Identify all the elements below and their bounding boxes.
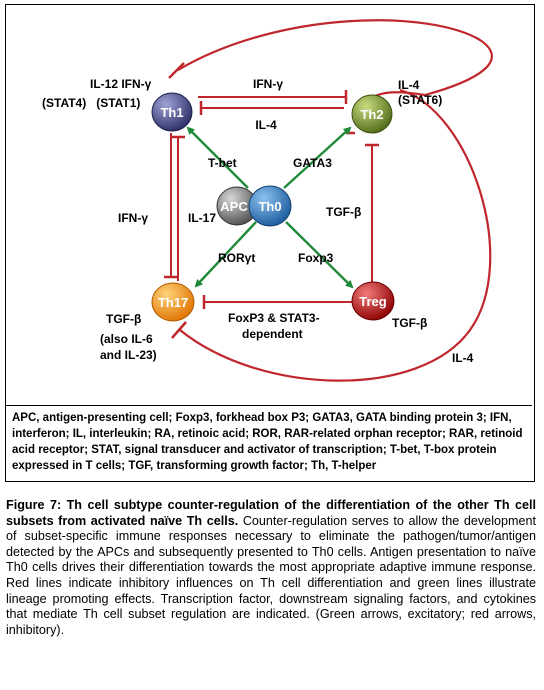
arc-th2-inhibits-th17 [179,88,492,382]
arc-th1-inhibitor-bar [168,62,185,79]
arrow-foxp3 [285,221,354,289]
node-th0: Th0 [248,185,292,227]
label-th2-tf: (STAT6) [398,93,442,107]
abbreviations-box: APC, antigen-presenting cell; Foxp3, for… [6,405,532,481]
arc-th2-inhibits-th1 [177,19,493,109]
node-apc: APC [216,186,258,226]
svg-text:Th17: Th17 [158,295,188,310]
svg-text:APC: APC [220,199,248,214]
label-ifn-left: IFN-γ [118,211,148,225]
svg-text:Th0: Th0 [258,199,281,214]
node-th17: Th17 [151,282,195,322]
svg-text:Treg: Treg [359,294,387,309]
node-th1: Th1 [151,92,193,132]
svg-text:Th2: Th2 [360,107,383,122]
svg-text:Th1: Th1 [160,105,183,120]
label-foxp3-stat3-1: FoxP3 & STAT3- [228,311,320,325]
label-il17: IL-17 [188,211,216,225]
caption-body: Counter-regulation serves to allow the d… [6,513,536,637]
label-tbet: T-bet [208,156,237,170]
label-also-1: (also IL-6 [100,332,153,346]
label-th1-cytokines: IL-12 IFN-γ [90,77,152,91]
label-tgfb-treg: TGF-β [392,316,427,330]
th-regulation-diagram: Th1 Th2 APC Th0 Th17 Treg IL-12 IFN-γ (S… [42,19,493,382]
label-gata3: GATA3 [293,156,332,170]
caption-title: Figure 7: Th cell subtype counter-regula… [6,498,536,528]
label-foxp3-stat3-2: dependent [242,327,303,341]
arc-th17-inhibitor-bar [171,321,187,339]
label-th2-cytokine: IL-4 [398,78,420,92]
node-th2: Th2 [351,94,393,134]
arrow-tbet [186,126,249,189]
label-tgfb-th17: TGF-β [106,312,141,326]
node-treg: Treg [351,281,395,321]
arrow-gata3 [283,126,352,189]
figure-caption: Figure 7: Th cell subtype counter-regula… [6,498,536,638]
label-rorgt: RORγt [218,251,255,265]
label-also-2: and IL-23) [100,348,157,362]
label-th1-tfs: (STAT4) (STAT1) [42,96,140,110]
arrow-rorgt [194,221,257,288]
label-ifn-top: IFN-γ [253,77,283,91]
figure-frame [5,4,535,482]
label-foxp3: Foxp3 [298,251,334,265]
label-il4-bottom: IL-4 [452,351,474,365]
label-il4-mid: IL-4 [255,118,277,132]
label-tgfb-mid: TGF-β [326,205,361,219]
